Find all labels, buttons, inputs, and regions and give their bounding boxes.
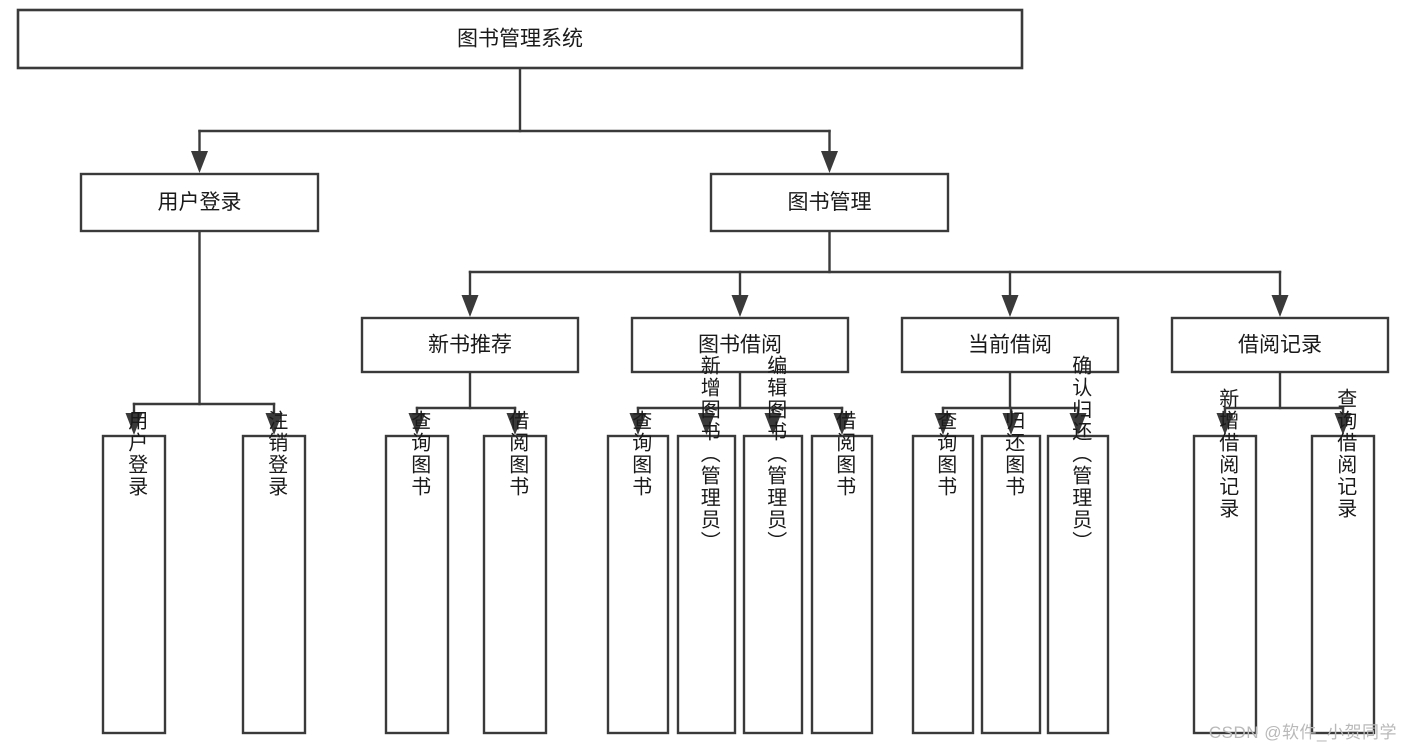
- node-root[interactable]: 图书管理系统: [16, 8, 1024, 70]
- node-l3_3[interactable]: 借阅记录: [1170, 316, 1390, 374]
- node-label: 新书推荐: [428, 334, 512, 357]
- node-label: 查询借阅记录: [1334, 388, 1357, 520]
- node-leaf_2[interactable]: 查询图书: [384, 410, 450, 735]
- node-box[interactable]: [630, 316, 850, 374]
- arrowhead-icon: [1069, 413, 1087, 435]
- node-leaf_7[interactable]: 借阅图书: [810, 410, 874, 735]
- node-l3_2[interactable]: 当前借阅: [900, 316, 1120, 374]
- node-label: 查询图书: [408, 410, 431, 498]
- node-leaf_12[interactable]: 查询借阅记录: [1310, 388, 1376, 735]
- arrowhead-icon: [125, 413, 143, 435]
- arrowhead-icon: [629, 413, 647, 435]
- connector-layer: [125, 66, 1352, 435]
- node-box[interactable]: [606, 434, 670, 735]
- node-leaf_1[interactable]: 注销登录: [241, 410, 307, 735]
- node-box[interactable]: [911, 434, 975, 735]
- node-l2_0[interactable]: 用户登录: [79, 172, 320, 233]
- node-l2_1[interactable]: 图书管理: [709, 172, 950, 233]
- node-box[interactable]: [482, 434, 548, 735]
- arrowhead-icon: [1334, 413, 1352, 435]
- arrowhead-icon: [1002, 413, 1020, 435]
- connector-group-l3_1: [629, 370, 851, 435]
- arrowhead-icon: [506, 413, 524, 435]
- arrowhead-icon: [934, 413, 952, 435]
- arrowhead-icon: [1216, 413, 1234, 435]
- node-box[interactable]: [1310, 434, 1376, 735]
- node-leaf_5[interactable]: 新增图书（管理员）: [676, 355, 737, 735]
- node-label: 借阅记录: [1238, 334, 1322, 357]
- node-label: 编辑图书（管理员）: [764, 355, 787, 553]
- node-box[interactable]: [1192, 434, 1258, 735]
- node-box[interactable]: [709, 172, 950, 233]
- node-leaf_10[interactable]: 确认归还（管理员）: [1046, 355, 1110, 735]
- arrowhead-icon: [698, 413, 715, 435]
- arrowhead-icon: [1271, 295, 1289, 317]
- node-label: 图书管理系统: [457, 28, 583, 51]
- node-label: 注销登录: [265, 410, 288, 498]
- connector-group-l2_1: [461, 229, 1289, 317]
- connector-group-l3_3: [1216, 370, 1352, 435]
- connector-group-l3_2: [934, 370, 1087, 435]
- node-box[interactable]: [676, 434, 737, 735]
- node-leaf_8[interactable]: 查询图书: [911, 410, 975, 735]
- node-l3_0[interactable]: 新书推荐: [360, 316, 580, 374]
- node-label: 新增借阅记录: [1216, 388, 1239, 520]
- node-label: 新增图书（管理员）: [697, 355, 720, 553]
- node-box[interactable]: [241, 434, 307, 735]
- arrowhead-icon: [408, 413, 426, 435]
- node-leaf_6[interactable]: 编辑图书（管理员）: [742, 355, 804, 735]
- arrowhead-icon: [265, 413, 283, 435]
- arrowhead-icon: [731, 295, 749, 317]
- arrowhead-icon: [461, 295, 479, 317]
- node-leaf_9[interactable]: 归还图书: [980, 410, 1042, 735]
- node-box[interactable]: [384, 434, 450, 735]
- connector-group-l2_0: [125, 229, 283, 435]
- node-box[interactable]: [1170, 316, 1390, 374]
- node-label: 图书管理: [788, 191, 872, 214]
- node-label: 借阅图书: [506, 410, 529, 498]
- node-box[interactable]: [980, 434, 1042, 735]
- node-leaf_4[interactable]: 查询图书: [606, 410, 670, 735]
- node-leaf_3[interactable]: 借阅图书: [482, 410, 548, 735]
- node-box[interactable]: [810, 434, 874, 735]
- arrowhead-icon: [191, 151, 208, 173]
- node-leaf_0[interactable]: 用户登录: [101, 410, 167, 735]
- arrowhead-icon: [833, 413, 851, 435]
- node-label: 查询图书: [934, 410, 957, 498]
- node-label: 查询图书: [629, 410, 652, 498]
- node-box[interactable]: [742, 434, 804, 735]
- node-box[interactable]: [360, 316, 580, 374]
- node-box[interactable]: [900, 316, 1120, 374]
- node-l3_1[interactable]: 图书借阅: [630, 316, 850, 374]
- node-label: 归还图书: [1002, 410, 1025, 498]
- node-layer: 图书管理系统用户登录图书管理新书推荐图书借阅当前借阅借阅记录用户登录注销登录查询…: [16, 8, 1390, 735]
- node-label: 用户登录: [158, 191, 242, 214]
- connector-group-root: [191, 66, 838, 173]
- node-label: 图书借阅: [698, 334, 782, 357]
- node-box[interactable]: [16, 8, 1024, 70]
- node-box[interactable]: [101, 434, 167, 735]
- node-box[interactable]: [79, 172, 320, 233]
- node-box[interactable]: [1046, 434, 1110, 735]
- node-label: 当前借阅: [968, 334, 1052, 357]
- node-label: 用户登录: [125, 410, 148, 498]
- node-leaf_11[interactable]: 新增借阅记录: [1192, 388, 1258, 735]
- arrowhead-icon: [821, 151, 838, 173]
- node-label: 确认归还（管理员）: [1069, 355, 1092, 553]
- connector-group-l3_0: [408, 370, 524, 435]
- node-label: 借阅图书: [833, 410, 856, 498]
- arrowhead-icon: [1001, 295, 1019, 317]
- arrowhead-icon: [764, 413, 782, 435]
